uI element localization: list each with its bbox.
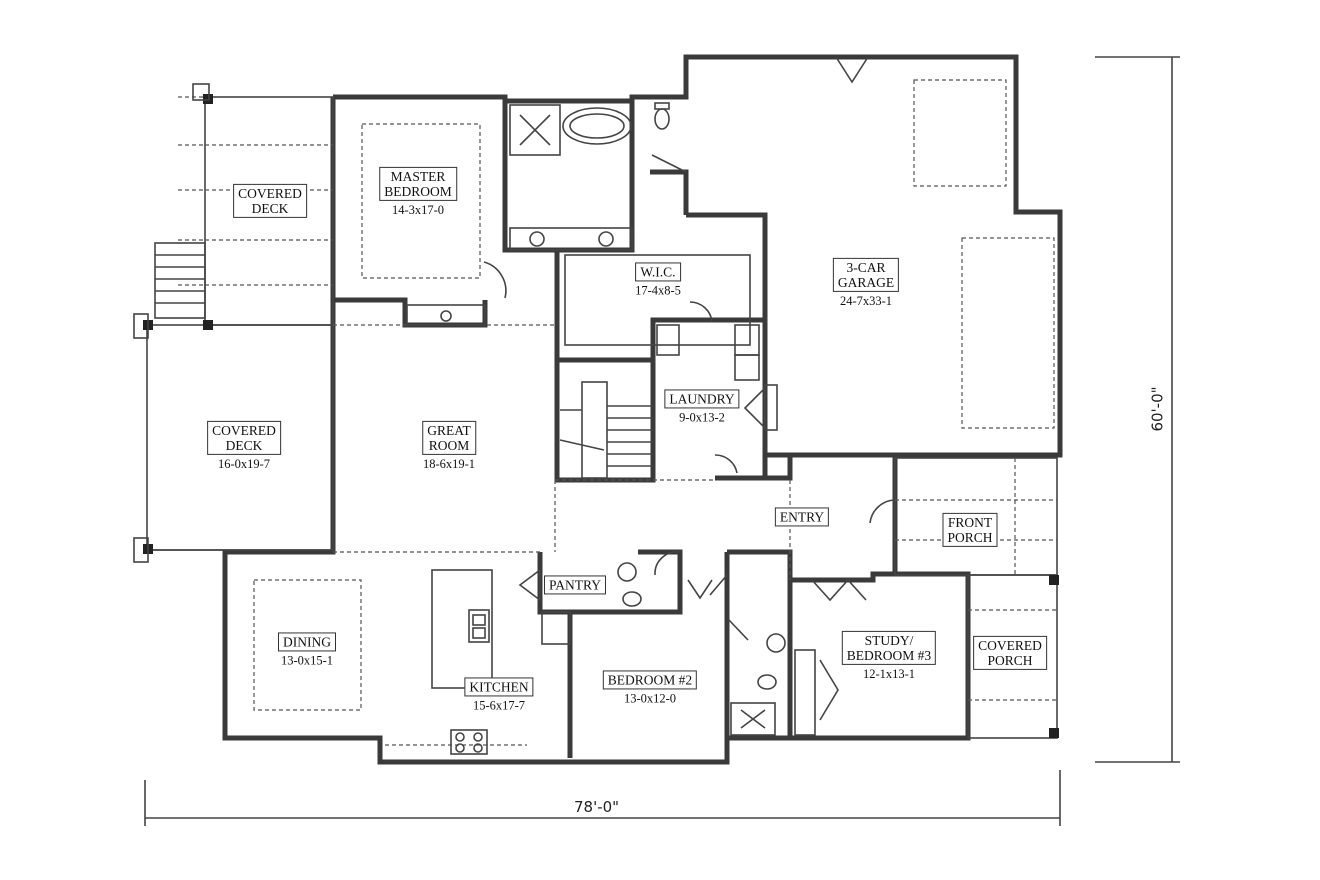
room-label-dining: DINING 13-0x15-1 bbox=[278, 632, 336, 668]
room-label-study: STUDY/ BEDROOM #3 12-1x13-1 bbox=[841, 630, 937, 682]
room-size: 14-3x17-0 bbox=[391, 203, 445, 218]
room-size: 12-1x13-1 bbox=[862, 667, 916, 682]
doors bbox=[483, 56, 896, 736]
room-name: 3-CAR GARAGE bbox=[832, 257, 900, 293]
room-name: LAUNDRY bbox=[664, 389, 740, 409]
room-name: STUDY/ BEDROOM #3 bbox=[841, 630, 937, 666]
stairs bbox=[559, 381, 653, 479]
room-name: GREAT ROOM bbox=[422, 420, 476, 456]
room-name: DINING bbox=[278, 632, 336, 652]
room-label-kitchen: KITCHEN 15-6x17-7 bbox=[464, 677, 534, 713]
room-size: 17-4x8-5 bbox=[635, 283, 681, 298]
room-name: COVERED DECK bbox=[207, 420, 281, 456]
overall-width-label: 78'-0" bbox=[574, 798, 620, 816]
room-size: 16-0x19-7 bbox=[217, 457, 271, 472]
room-label-garage: 3-CAR GARAGE 24-7x33-1 bbox=[832, 257, 900, 309]
room-label-front-porch: FRONT PORCH bbox=[942, 512, 998, 548]
porch-outlines bbox=[894, 457, 1059, 739]
room-size: 24-7x33-1 bbox=[839, 294, 893, 309]
room-label-covered-porch: COVERED PORCH bbox=[973, 635, 1047, 671]
room-size: 9-0x13-2 bbox=[679, 410, 725, 425]
room-label-master-bedroom: MASTER BEDROOM 14-3x17-0 bbox=[379, 166, 457, 218]
room-label-covered-deck-left: COVERED DECK 16-0x19-7 bbox=[207, 420, 281, 472]
room-label-covered-deck-top: COVERED DECK bbox=[233, 183, 307, 219]
room-size: 13-0x15-1 bbox=[280, 653, 334, 668]
room-name: COVERED DECK bbox=[233, 183, 307, 219]
room-name: W.I.C. bbox=[635, 262, 681, 282]
room-size: 15-6x17-7 bbox=[472, 698, 526, 713]
overall-depth-label: 60'-0" bbox=[1148, 386, 1167, 432]
room-label-laundry: LAUNDRY 9-0x13-2 bbox=[664, 389, 740, 425]
room-name: COVERED PORCH bbox=[973, 635, 1047, 671]
dimension-lines bbox=[144, 56, 1180, 826]
room-size: 13-0x12-0 bbox=[623, 691, 677, 706]
deck-outlines bbox=[133, 83, 334, 563]
room-name: PANTRY bbox=[543, 575, 607, 595]
fixtures bbox=[406, 102, 786, 755]
room-name: ENTRY bbox=[774, 507, 830, 527]
room-size: 18-6x19-1 bbox=[422, 457, 476, 472]
room-name: FRONT PORCH bbox=[942, 512, 998, 548]
room-label-pantry: PANTRY bbox=[543, 575, 607, 595]
room-name: MASTER BEDROOM bbox=[379, 166, 457, 202]
room-label-entry: ENTRY bbox=[774, 507, 830, 527]
dashed-outlines bbox=[253, 79, 1055, 746]
room-label-wic: W.I.C. 17-4x8-5 bbox=[635, 262, 681, 298]
room-label-bedroom-2: BEDROOM #2 13-0x12-0 bbox=[602, 670, 698, 706]
room-label-great-room: GREAT ROOM 18-6x19-1 bbox=[422, 420, 476, 472]
room-name: KITCHEN bbox=[464, 677, 534, 697]
room-name: BEDROOM #2 bbox=[602, 670, 698, 690]
